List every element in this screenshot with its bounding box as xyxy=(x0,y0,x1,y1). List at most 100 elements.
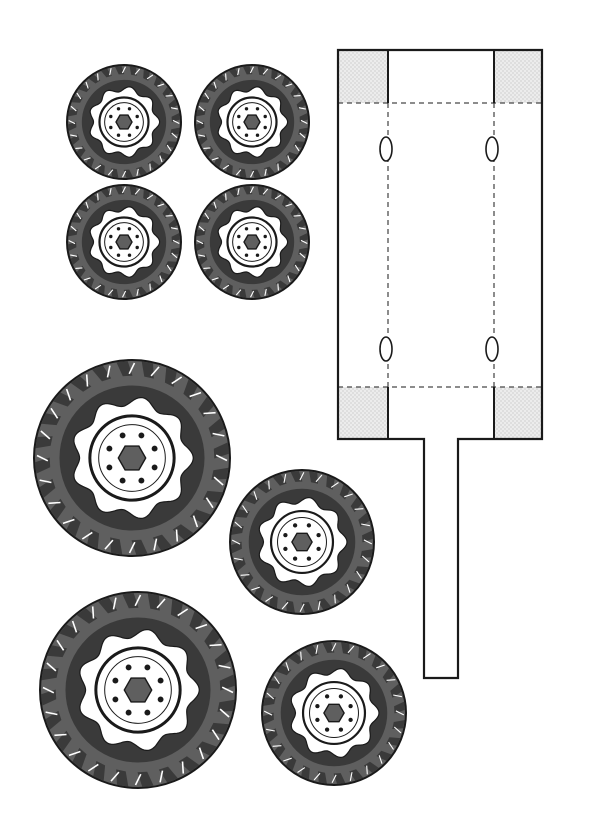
tread-lug xyxy=(257,482,273,494)
tread-lug xyxy=(286,600,295,613)
tread-lug xyxy=(195,741,217,756)
tread-lug xyxy=(382,668,394,684)
tread-lug xyxy=(301,602,314,613)
tread-lug xyxy=(196,121,205,131)
tread-lug xyxy=(244,494,260,505)
tread-lug xyxy=(157,271,170,280)
tread-lug xyxy=(296,99,306,110)
tread-lug xyxy=(331,590,347,602)
tread-lug xyxy=(76,145,86,158)
tread-lug xyxy=(162,206,172,219)
tread-lug xyxy=(70,254,80,265)
tread-lug xyxy=(35,457,51,474)
glue-tab-top-left xyxy=(338,50,388,103)
tread-lug xyxy=(204,628,220,650)
tread-lug xyxy=(339,484,350,500)
hex-hub-icon xyxy=(115,114,133,130)
axle-hole-top-right xyxy=(485,136,499,162)
small-wheel-4 xyxy=(194,184,310,300)
tread-lug xyxy=(123,169,133,178)
small-wheel-1 xyxy=(66,64,182,180)
tread-lug xyxy=(344,579,360,590)
tread-lug xyxy=(285,151,298,160)
axle-hole-bottom-right xyxy=(485,336,499,362)
tread-lug xyxy=(137,771,154,787)
medium-wheel-2 xyxy=(261,640,407,786)
tread-lug xyxy=(68,109,78,117)
tread-lug xyxy=(111,168,119,178)
tread-lug xyxy=(147,593,160,611)
tread-lug xyxy=(39,478,56,498)
tread-lug xyxy=(275,280,288,290)
tread-lug xyxy=(266,728,278,743)
tread-lug xyxy=(196,241,205,251)
tread-lug xyxy=(68,241,77,251)
hex-hub-icon xyxy=(123,677,153,703)
tread-lug xyxy=(198,396,214,418)
tread-lug xyxy=(116,769,129,787)
tread-lug xyxy=(204,145,214,158)
tread-lug xyxy=(123,289,133,298)
tread-lug xyxy=(239,288,247,298)
tread-lug xyxy=(231,526,244,535)
tread-lug xyxy=(88,74,101,84)
tread-lug xyxy=(281,76,290,89)
tread-lug xyxy=(231,541,242,554)
hex-hub-icon xyxy=(243,234,261,250)
tread-lug xyxy=(45,710,62,730)
tread-lug xyxy=(229,68,240,78)
tread-lug xyxy=(131,539,148,555)
large-wheel-2 xyxy=(39,591,237,789)
tread-lug xyxy=(358,512,370,527)
tread-lug xyxy=(115,66,125,75)
hub-ring xyxy=(301,680,367,746)
tread-lug xyxy=(296,219,306,230)
hub-ring xyxy=(98,216,150,268)
tread-lug xyxy=(56,730,72,752)
tread-lug xyxy=(299,233,308,243)
tread-lug xyxy=(363,761,379,773)
medium-wheel-1 xyxy=(229,469,375,615)
tread-lug xyxy=(251,289,261,298)
hex-hub-icon xyxy=(117,445,147,471)
tread-lug xyxy=(360,549,373,558)
tread-lug xyxy=(171,233,180,243)
glue-tab-top-right xyxy=(494,50,542,103)
tread-lug xyxy=(318,771,327,784)
tread-lug xyxy=(110,537,123,555)
tread-lug xyxy=(243,186,253,195)
tread-lug xyxy=(285,271,298,280)
tread-lug xyxy=(229,188,240,198)
tread-lug xyxy=(115,186,125,195)
tread-lug xyxy=(92,365,112,382)
tread-lug xyxy=(298,247,308,255)
tread-lug xyxy=(152,534,172,551)
tread-lug xyxy=(274,742,286,758)
tread-lug xyxy=(272,474,287,486)
tread-lug xyxy=(78,84,91,93)
tread-lug xyxy=(217,699,235,712)
tread-lug xyxy=(66,515,81,537)
tread-lug xyxy=(214,155,223,168)
tread-lug xyxy=(72,747,87,769)
tread-lug xyxy=(183,379,198,401)
tread-lug xyxy=(390,683,402,698)
hub-ring xyxy=(226,216,278,268)
tread-lug xyxy=(116,361,133,377)
tread-lug xyxy=(171,113,180,123)
tread-lug xyxy=(216,194,229,204)
tread-lug xyxy=(376,750,392,761)
tread-lug xyxy=(216,74,229,84)
tread-lug xyxy=(157,151,170,160)
tread-lug xyxy=(147,280,160,290)
tread-lug xyxy=(214,650,231,670)
tread-lug xyxy=(70,376,92,392)
hub-ring xyxy=(98,96,150,148)
small-wheel-2 xyxy=(194,64,310,180)
tread-lug xyxy=(68,121,77,131)
tread-lug xyxy=(257,66,265,76)
tread-lug xyxy=(88,194,101,204)
tread-lug xyxy=(189,509,211,524)
tread-lug xyxy=(263,712,274,725)
